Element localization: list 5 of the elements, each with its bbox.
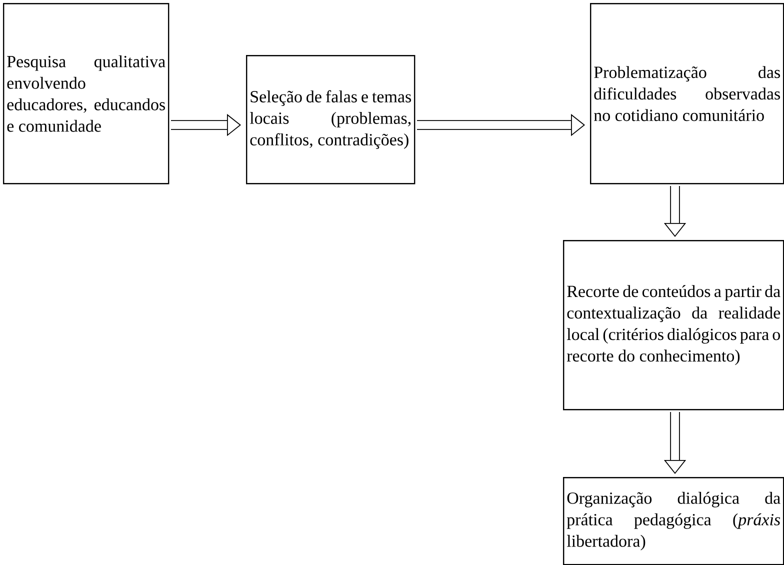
process-box: Recorte de conteúdos a partir da contextualização da realidade local (critérios dialógicos para o recorte do conhecimento) bbox=[563, 240, 784, 410]
process-box: Organização dialógica da prática pedagógica (práxis libertadora) bbox=[563, 477, 784, 565]
process-box: Pesquisa qualitativa envolvendo educadores, educandos e comunidade bbox=[3, 3, 170, 184]
process-box: Problematização das dificuldades observadas no cotidiano comunitário bbox=[590, 3, 784, 184]
process-box: Seleção de falas e temas locais (problemas, conflitos, contradições) bbox=[246, 55, 416, 184]
